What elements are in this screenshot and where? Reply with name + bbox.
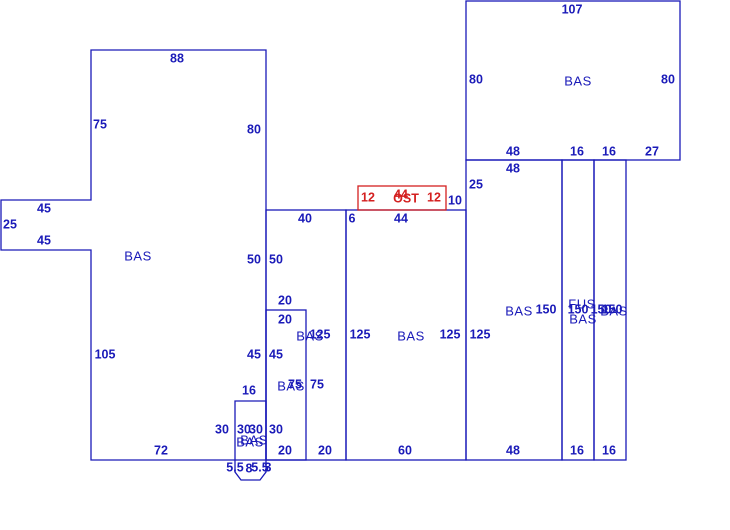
fus-bas-label: BAS bbox=[569, 311, 597, 326]
dim-80-left: 80 bbox=[247, 122, 261, 136]
dim-75-b: 75 bbox=[310, 377, 324, 391]
dim-10: 10 bbox=[448, 193, 462, 207]
dim-16-top-a: 16 bbox=[570, 144, 584, 158]
strip-bas-label-b: BAS bbox=[277, 378, 305, 393]
dim-20-bottom-b: 20 bbox=[318, 443, 332, 457]
dim-25-left: 25 bbox=[3, 217, 17, 231]
far-right-bas-label: BAS bbox=[600, 303, 628, 318]
dim-30-d: 30 bbox=[269, 422, 283, 436]
dim-6: 6 bbox=[349, 211, 356, 225]
dim-44-bottom: 44 bbox=[394, 211, 408, 225]
fus-label: FUS bbox=[568, 296, 596, 311]
dim-150-c: 150 bbox=[591, 302, 612, 316]
dim-45-a: 45 bbox=[247, 347, 261, 361]
dim-150-b: 150 bbox=[568, 302, 589, 316]
dim-105: 105 bbox=[95, 347, 116, 361]
dim-30-a: 30 bbox=[215, 422, 229, 436]
dim-107: 107 bbox=[562, 2, 583, 16]
dim-3: 3 bbox=[265, 460, 272, 474]
dim-12-b: 12 bbox=[427, 190, 441, 204]
dim-125-d: 125 bbox=[470, 327, 491, 341]
dim-60: 60 bbox=[398, 443, 412, 457]
dim-45-top: 45 bbox=[37, 201, 51, 215]
dim-80-r1: 80 bbox=[469, 72, 483, 86]
right-bas-label: BAS bbox=[505, 303, 533, 318]
dim-45-bottom: 45 bbox=[37, 233, 51, 247]
dim-8: 8 bbox=[246, 461, 253, 475]
dim-30-b: 30 bbox=[237, 422, 251, 436]
small-bas-label-a: BAS bbox=[240, 432, 268, 447]
dim-48-bottom: 48 bbox=[506, 443, 520, 457]
dim-12-a: 12 bbox=[361, 190, 375, 204]
strip-bas-label-a: BAS bbox=[296, 328, 324, 343]
dim-27: 27 bbox=[645, 144, 659, 158]
dim-16-small: 16 bbox=[242, 383, 256, 397]
dim-50-a: 50 bbox=[247, 252, 261, 266]
dim-75-a: 75 bbox=[288, 377, 302, 391]
dim-16-top-b: 16 bbox=[602, 144, 616, 158]
dim-44-top: 44 bbox=[394, 187, 408, 201]
dim-40: 40 bbox=[298, 211, 312, 225]
dim-20-a: 20 bbox=[278, 293, 292, 307]
stoop-label: OST bbox=[393, 191, 419, 205]
dim-30-c: 30 bbox=[249, 422, 263, 436]
dim-25-right: 25 bbox=[469, 177, 483, 191]
dim-50-b: 50 bbox=[269, 252, 283, 266]
dim-5-5-b: 5.5 bbox=[251, 460, 268, 474]
dim-48-top: 48 bbox=[506, 144, 520, 158]
dim-72: 72 bbox=[154, 443, 168, 457]
dim-5-5-a: 5.5 bbox=[226, 460, 243, 474]
dim-16-bottom-a: 16 bbox=[570, 443, 584, 457]
small-bas-outline bbox=[265, 309, 307, 461]
dim-16-bottom-b: 16 bbox=[602, 443, 616, 457]
dim-150-d: 150 bbox=[602, 302, 623, 316]
left-bas-outline bbox=[0, 49, 267, 461]
dim-125-b: 125 bbox=[350, 327, 371, 341]
stoop-outline bbox=[357, 185, 447, 211]
far-right-outline bbox=[593, 159, 627, 461]
left-bas-label: BAS bbox=[124, 248, 152, 263]
dim-88: 88 bbox=[170, 51, 184, 65]
dim-125-c: 125 bbox=[440, 327, 461, 341]
dim-48-b: 48 bbox=[506, 161, 520, 175]
dim-75: 75 bbox=[93, 117, 107, 131]
top-right-bas-label: BAS bbox=[564, 73, 592, 88]
dim-150-a: 150 bbox=[536, 302, 557, 316]
dim-45-b: 45 bbox=[269, 347, 283, 361]
dim-20-bottom-a: 20 bbox=[278, 443, 292, 457]
dim-80-r2: 80 bbox=[661, 72, 675, 86]
dim-20-b: 20 bbox=[278, 312, 292, 326]
center-bas-label: BAS bbox=[397, 328, 425, 343]
dim-125-a: 125 bbox=[310, 327, 331, 341]
small-bas-label-b: BAS bbox=[236, 434, 264, 449]
bay-outline bbox=[234, 400, 267, 481]
